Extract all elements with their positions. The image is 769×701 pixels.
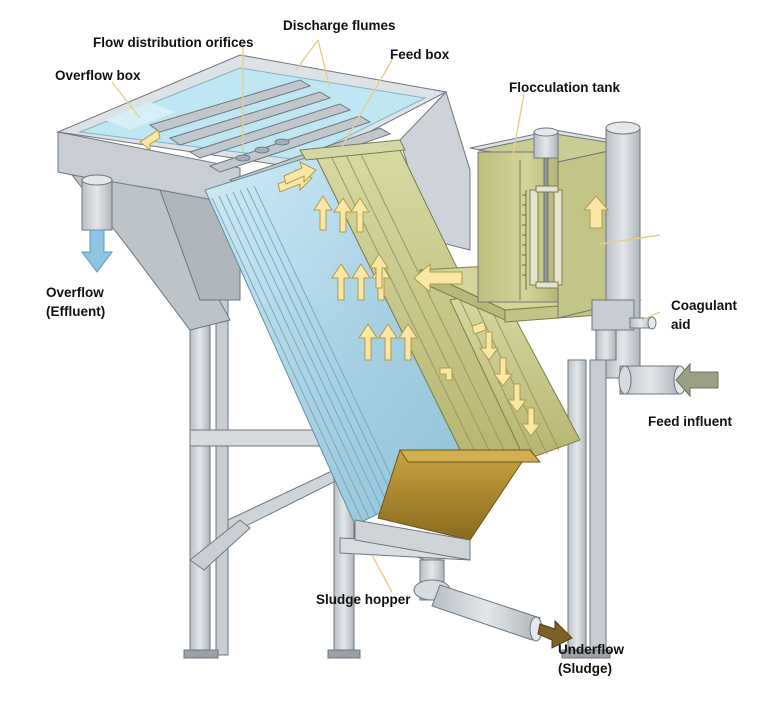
- upflow-arrow: [350, 197, 370, 233]
- upflow-arrow: [351, 263, 371, 301]
- upflow-arrow: [369, 253, 389, 289]
- label-coagulant-line2: aid: [671, 317, 691, 332]
- label-feed-influent: Feed influent: [648, 414, 732, 429]
- label-underflow-sludge: Underflow (Sludge): [558, 640, 624, 678]
- label-coagulant-line1: Coagulant: [671, 298, 737, 313]
- distribution-arrows: [139, 129, 317, 193]
- label-sludge-hopper: Sludge hopper: [316, 592, 411, 607]
- upflow-arrow: [378, 323, 398, 361]
- upflow-arrow: [398, 323, 418, 361]
- upflow-arrow: [331, 263, 351, 301]
- feed-arrows: [413, 195, 610, 294]
- label-leader-lines: [111, 39, 661, 593]
- underflow-pipe: [413, 559, 543, 642]
- label-overflow-box: Overflow box: [55, 68, 141, 83]
- sludge-arrow: [537, 619, 573, 649]
- upflow-arrow: [313, 195, 333, 231]
- label-overflow-effluent: Overflow (Effluent): [46, 283, 105, 321]
- flow-distribution-orifices: [235, 138, 290, 162]
- inlet-riser-pipe: [591, 121, 641, 379]
- coagulant-aid-pipe: [629, 316, 657, 330]
- lamella-plate-pack: [204, 139, 546, 526]
- label-coagulant-aid: Coagulant aid: [671, 296, 737, 334]
- feed-influent-arrow: [675, 362, 719, 398]
- downflow-arrows: [439, 321, 541, 437]
- label-underflow-line2: (Sludge): [558, 661, 612, 676]
- label-flocculation-tank: Flocculation tank: [509, 80, 621, 95]
- label-underflow-line1: Underflow: [558, 642, 624, 657]
- upflow-arrows: [313, 195, 418, 361]
- effluent-arrow: [81, 229, 113, 273]
- upflow-arrow: [358, 323, 378, 361]
- label-overflow-line1: Overflow: [46, 285, 104, 300]
- label-discharge-flumes: Discharge flumes: [283, 18, 396, 33]
- label-feed-box: Feed box: [390, 47, 450, 62]
- overflow-pipe: [81, 174, 113, 231]
- label-flow-distribution-orifices: Flow distribution orifices: [93, 35, 254, 50]
- sludge-hopper-body: [354, 449, 542, 561]
- label-overflow-line2: (Effluent): [46, 304, 106, 319]
- upflow-arrow: [333, 197, 353, 233]
